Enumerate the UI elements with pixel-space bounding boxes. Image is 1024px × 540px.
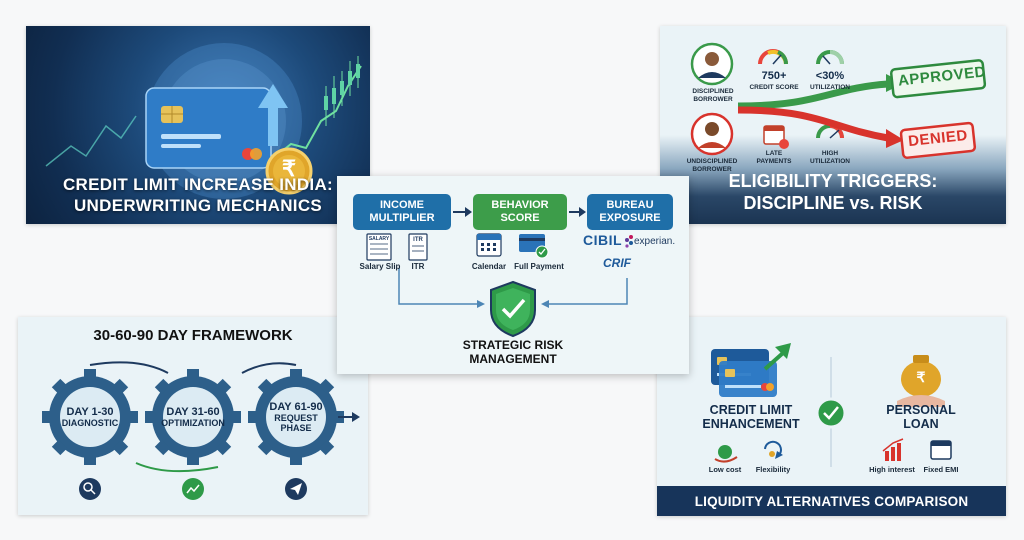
credit-limit-enhancement-title: CREDIT LIMIT ENHANCEMENT — [697, 403, 805, 431]
rupee-coin-icon — [265, 147, 313, 195]
hero-card: ₹ CREDIT LIMIT INCREASE INDIA: UNDERWRIT… — [26, 26, 370, 224]
approved-stamp-icon — [889, 59, 987, 99]
salary-slip-icon — [366, 233, 392, 261]
result-line1: STRATEGIC RISK — [462, 338, 564, 352]
strategic-risk-label: STRATEGIC RISK MANAGEMENT — [437, 338, 589, 366]
calendar-label: Calendar — [471, 262, 507, 271]
eligibility-card: DISCIPLINED BORROWER UNDISCIPLINED BORRO… — [660, 26, 1006, 224]
itr-doc-heading: ITR — [413, 237, 423, 243]
bureau-line1: BUREAU — [606, 199, 654, 211]
comparison-illustration — [711, 343, 1003, 516]
denied-stamp-icon — [899, 121, 977, 159]
flexibility-label: Flexibility — [755, 465, 791, 474]
calendar-alert-icon — [763, 125, 789, 149]
cibil-logo: CIBIL — [583, 232, 623, 248]
arrow-right-icon-2 — [579, 207, 586, 217]
step-3-label: DAY 61-90 REQUEST PHASE — [266, 401, 326, 434]
utilization-gauge-icon — [816, 50, 844, 65]
behavior-line1: BEHAVIOR — [491, 199, 549, 211]
right-title-line1: PERSONAL — [886, 403, 956, 417]
personal-loan-title: PERSONAL LOAN — [871, 403, 971, 431]
eligibility-title-line2: DISCIPLINE vs. RISK — [743, 193, 923, 213]
hero-title-line1: CREDIT LIMIT INCREASE INDIA: — [62, 175, 333, 194]
fixed-emi-label: Fixed EMI — [923, 465, 959, 474]
framework-card: 30-60-90 DAY FRAMEWORK — [18, 317, 368, 515]
step-2-phase: OPTIMIZATION — [161, 418, 225, 428]
bureau-line2: EXPOSURE — [599, 212, 661, 224]
up-arrow-icon — [258, 84, 288, 146]
step-1-phase: DIAGNOSTIC — [61, 418, 119, 428]
step-2-days: DAY 31-60 — [166, 406, 220, 418]
comparison-footer: LIQUIDITY ALTERNATIVES COMPARISON — [657, 486, 1006, 516]
flow-connectors — [366, 207, 633, 338]
salary-doc-heading: SALARY — [368, 236, 390, 242]
framework-gears — [42, 361, 360, 500]
full-payment-label: Full Payment — [514, 262, 564, 271]
salary-slip-label: Salary Slip — [359, 262, 401, 271]
credit-card-growth-icon — [711, 343, 791, 397]
magnifier-icon — [79, 478, 101, 500]
credit-score-gauge-icon — [758, 49, 788, 65]
step-1-label: DAY 1-30 DIAGNOSTIC — [60, 406, 120, 429]
itr-document-icon — [408, 233, 428, 261]
right-title-line2: LOAN — [903, 417, 939, 431]
flexibility-icon — [764, 440, 783, 459]
eligibility-illustration — [690, 42, 987, 159]
calendar-icon — [476, 233, 502, 257]
arrow-right-icon-1 — [465, 207, 472, 217]
experian-logo-icon — [625, 235, 633, 248]
low-cost-label: Low cost — [708, 465, 742, 474]
credit-score-label: CREDIT SCORE — [749, 84, 799, 91]
itr-label: ITR — [411, 262, 425, 271]
crif-logo: CRIF — [603, 256, 631, 270]
result-line2: MANAGEMENT — [469, 352, 557, 366]
late-payments-label: LATE PAYMENTS — [756, 150, 792, 165]
utilization-value: <30% — [815, 70, 845, 82]
eligibility-title: ELIGIBILITY TRIGGERS: DISCIPLINE vs. RIS… — [660, 170, 1006, 214]
credit-card-icon — [145, 87, 272, 169]
calendar-icon — [930, 440, 952, 460]
left-title-line1: CREDIT LIMIT — [709, 403, 793, 417]
framework-arrow-icon — [352, 412, 360, 422]
eligibility-title-line1: ELIGIBILITY TRIGGERS: — [728, 171, 938, 191]
utilization-label: UTILIZATION — [810, 84, 850, 91]
high-utilization-label: HIGH UTILIZATION — [810, 150, 850, 165]
income-line2: MULTIPLIER — [369, 212, 435, 224]
framework-title: 30-60-90 DAY FRAMEWORK — [93, 327, 293, 344]
step-2-label: DAY 31-60 OPTIMIZATION — [158, 406, 228, 429]
income-line1: INCOME — [380, 199, 424, 211]
high-interest-label: High interest — [869, 465, 915, 474]
rupee-bag-symbol: ₹ — [916, 369, 926, 385]
hero-title: CREDIT LIMIT INCREASE INDIA: UNDERWRITIN… — [26, 174, 370, 216]
credit-score-value: 750+ — [761, 70, 787, 82]
trend-up-icon — [182, 478, 204, 500]
check-circle-icon — [815, 397, 847, 429]
undisciplined-label: UNDISCIPLINED BORROWER — [686, 158, 738, 173]
undisciplined-borrower-avatar-icon — [690, 112, 734, 156]
send-icon — [285, 478, 307, 500]
step-3-phase: REQUEST PHASE — [274, 413, 318, 433]
step-1-days: DAY 1-30 — [66, 406, 114, 418]
rupee-symbol: ₹ — [282, 156, 296, 181]
comparison-card: ₹ CREDIT LIMIT ENHANCEMENT PERSONAL LOAN… — [657, 317, 1006, 516]
disciplined-borrower-avatar-icon — [690, 42, 734, 86]
behavior-line2: SCORE — [500, 212, 540, 224]
left-title-line2: ENHANCEMENT — [702, 417, 800, 431]
disciplined-label: DISCIPLINED BORROWER — [692, 88, 734, 103]
experian-logo: experian. — [634, 236, 676, 247]
full-payment-card-icon — [519, 234, 549, 259]
hero-illustration — [45, 43, 362, 199]
step-3-days: DAY 61-90 — [269, 401, 323, 413]
hero-title-line2: UNDERWRITING MECHANICS — [73, 196, 323, 215]
stock-chart-icon — [45, 56, 362, 167]
high-interest-chart-icon — [882, 438, 904, 461]
hand-money-icon — [714, 445, 738, 463]
money-bag-icon — [897, 355, 945, 407]
shield-check-icon — [490, 280, 536, 338]
